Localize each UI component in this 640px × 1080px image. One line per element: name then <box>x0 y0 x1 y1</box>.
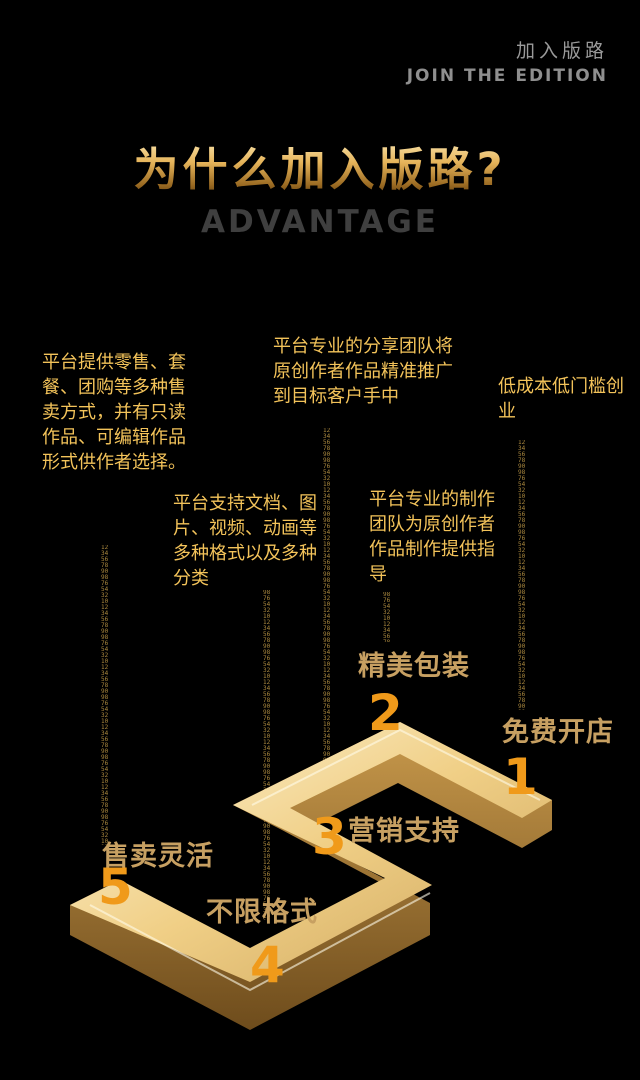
advantage-2-description: 平台专业的制作团队为原创作者作品制作提供指导 <box>369 489 495 585</box>
advantage-5-title: 售卖灵活 <box>102 841 214 872</box>
advantage-5-number: 5 <box>98 858 133 916</box>
advantage-2-number: 2 <box>368 684 403 742</box>
digital-stream-2: 9876543210123456789098765432101234567890… <box>383 592 391 642</box>
advantage-4-title: 不限格式 <box>206 897 318 928</box>
advantage-5-description: 平台提供零售、套餐、团购等多种售卖方式，并有只读作品、可编辑作品形式供作者选择。 <box>42 352 186 473</box>
top-subtitle: JOIN THE EDITION <box>406 66 608 86</box>
advantage-1-number: 1 <box>503 748 538 806</box>
advantage-3-number: 3 <box>312 808 347 866</box>
digital-stream-1: 1234567890987654321012345678909876543210… <box>518 440 526 710</box>
page-title: 为什么加入版路? <box>0 133 640 198</box>
advantage-3-description: 平台专业的分享团队将原创作者作品精准推广到目标客户手中 <box>273 336 453 407</box>
advantage-1-description: 低成本低门槛创业 <box>498 376 624 422</box>
advantage-4-description: 平台支持文档、图片、视频、动画等多种格式以及多种分类 <box>173 493 317 589</box>
page-subtitle: ADVANTAGE <box>201 204 439 240</box>
digital-stream-5: 1234567890987654321012345678909876543210… <box>101 545 109 845</box>
advantage-2-title: 精美包装 <box>358 651 470 682</box>
top-title: 加入版路 <box>515 40 608 62</box>
advantage-1-title: 免费开店 <box>502 717 614 748</box>
advantage-3-title: 营销支持 <box>348 816 460 847</box>
advantage-4-number: 4 <box>250 936 285 994</box>
